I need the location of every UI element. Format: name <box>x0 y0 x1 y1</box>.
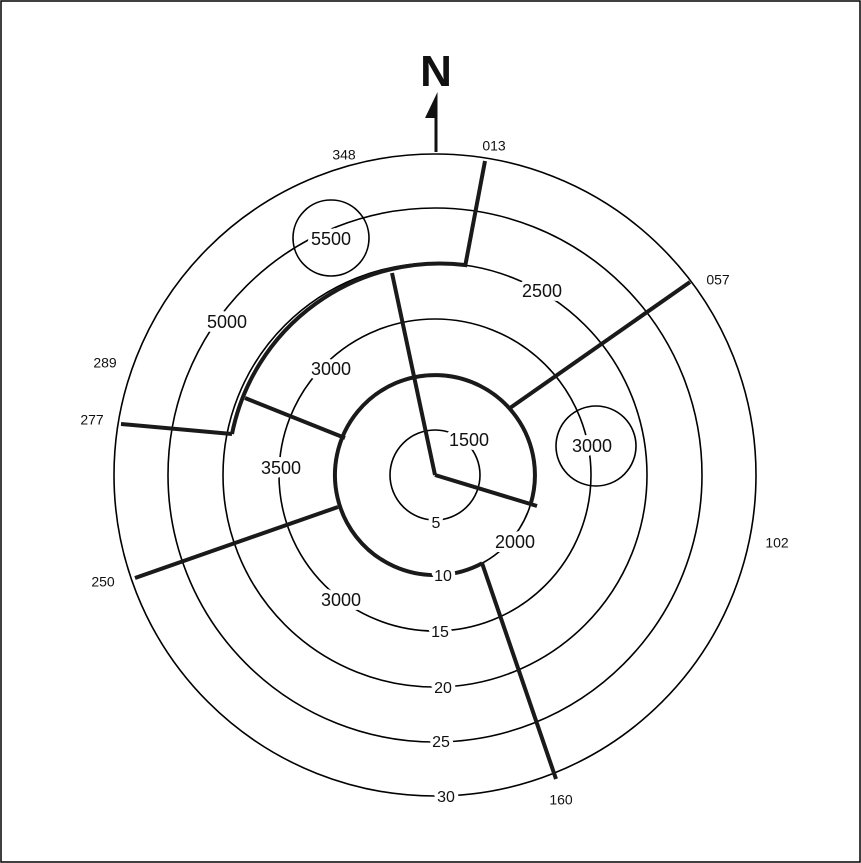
altitude-circle-5500 <box>292 199 370 277</box>
bearing-label: 160 <box>549 792 573 808</box>
distance-label: 10 <box>434 568 452 585</box>
distance-label: 5 <box>432 515 441 532</box>
north-label: N <box>420 47 452 96</box>
bearing-label: 289 <box>93 355 117 371</box>
sector-boundaries <box>120 160 692 780</box>
altitude-labels: 5500 5000 2500 3000 1500 3000 3500 2000 … <box>203 225 616 614</box>
bearing-label: 348 <box>332 147 356 163</box>
north-arrow-icon <box>425 92 438 152</box>
distance-label: 20 <box>434 680 452 697</box>
boundary-arc-20nm <box>230 261 466 435</box>
bearing-label: 057 <box>706 272 730 288</box>
bearing-label: 250 <box>91 574 115 590</box>
boundary-013 <box>463 160 487 268</box>
distance-label: 30 <box>437 789 455 806</box>
bearing-label: 102 <box>765 535 789 551</box>
boundary-250 <box>134 505 339 580</box>
boundary-277 <box>120 422 233 436</box>
altitude-label: 1500 <box>449 430 489 450</box>
ring-5nm <box>389 429 481 521</box>
boundary-057 <box>508 280 692 410</box>
altitude-label: 3500 <box>261 458 301 478</box>
bearing-label: 277 <box>80 412 104 428</box>
bearing-label: 013 <box>482 138 506 154</box>
altitude-label: 5500 <box>311 229 351 249</box>
distance-label: 15 <box>431 624 449 641</box>
ring-15nm <box>278 318 592 632</box>
distance-labels: 5 10 15 20 25 30 <box>427 511 459 810</box>
altitude-circle-3000 <box>555 405 637 487</box>
distance-label: 25 <box>432 734 450 751</box>
boundary-160 <box>480 562 558 780</box>
altitude-label: 3000 <box>321 590 361 610</box>
ring-30nm <box>113 153 757 797</box>
altitude-label: 3000 <box>572 436 612 456</box>
altitude-label: 3000 <box>311 359 351 379</box>
altitude-label: 5000 <box>207 312 247 332</box>
boundary-arc-10nm <box>332 373 537 578</box>
boundary-289 <box>244 396 346 440</box>
altitude-label: 2500 <box>522 281 562 301</box>
boundary-348 <box>390 272 437 476</box>
boundary-102 <box>434 473 538 508</box>
altitude-label: 2000 <box>495 532 535 552</box>
bearing-labels: 348 013 057 289 277 250 102 160 <box>80 138 789 808</box>
ring-25nm <box>167 207 703 743</box>
